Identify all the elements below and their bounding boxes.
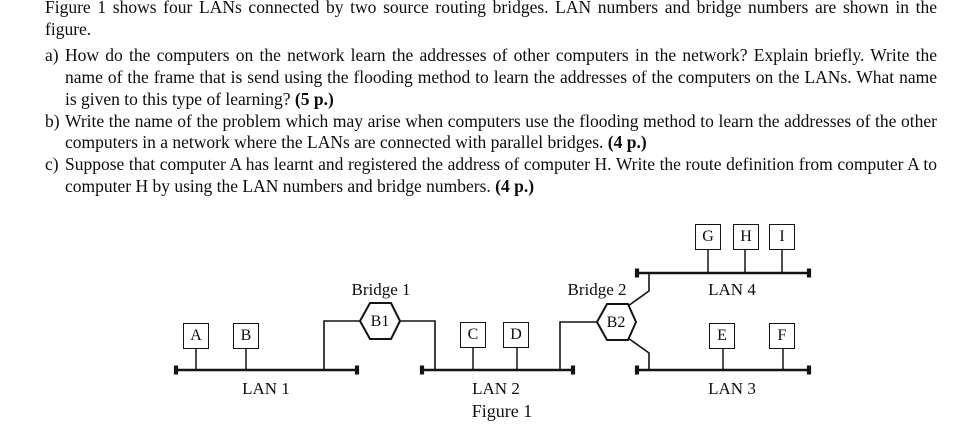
item-b-body: Write the name of the problem which may … xyxy=(65,110,937,153)
question-item-b: b)Write the name of the problem which ma… xyxy=(45,111,937,154)
bridge1-title: Bridge 1 xyxy=(351,280,411,299)
question-text-block: Figure 1 shows four LANs connected by tw… xyxy=(45,0,937,197)
item-c-body: Suppose that computer A has learnt and r… xyxy=(65,153,937,196)
intro-paragraph: Figure 1 shows four LANs connected by tw… xyxy=(45,0,937,39)
computer-node-f: F xyxy=(769,323,795,349)
item-c-points: (4 p.) xyxy=(495,175,535,196)
item-b-marker: b) xyxy=(45,110,60,131)
item-a-marker: a) xyxy=(45,45,59,66)
computer-node-g: G xyxy=(695,224,721,250)
lan4-label: LAN 4 xyxy=(708,280,756,299)
computer-node-h: H xyxy=(733,224,759,250)
question-item-c: c) Suppose that computer A has learnt and… xyxy=(45,154,937,197)
computer-node-a: A xyxy=(183,323,209,349)
bridge1-node-label: B1 xyxy=(370,313,390,330)
bridge2-title: Bridge 2 xyxy=(567,280,627,299)
question-item-a: a) How do the computers on the network le… xyxy=(45,45,937,110)
computer-node-i: I xyxy=(769,224,795,250)
lan3-label: LAN 3 xyxy=(708,379,756,398)
item-c-marker: c) xyxy=(45,153,59,174)
item-a-points: (5 p.) xyxy=(294,88,334,109)
lan2-label: LAN 2 xyxy=(472,379,520,398)
lan1-label: LAN 1 xyxy=(242,379,290,398)
computer-node-c: C xyxy=(460,322,486,348)
computer-node-d: D xyxy=(503,322,529,348)
item-a-body: How do the computers on the network lear… xyxy=(65,45,937,109)
figure-caption: Figure 1 xyxy=(471,401,533,421)
computer-node-b: B xyxy=(233,323,259,349)
bridge2-node-label: B2 xyxy=(606,314,626,331)
item-b-points: (4 p.) xyxy=(607,132,647,153)
computer-node-e: E xyxy=(709,323,735,349)
